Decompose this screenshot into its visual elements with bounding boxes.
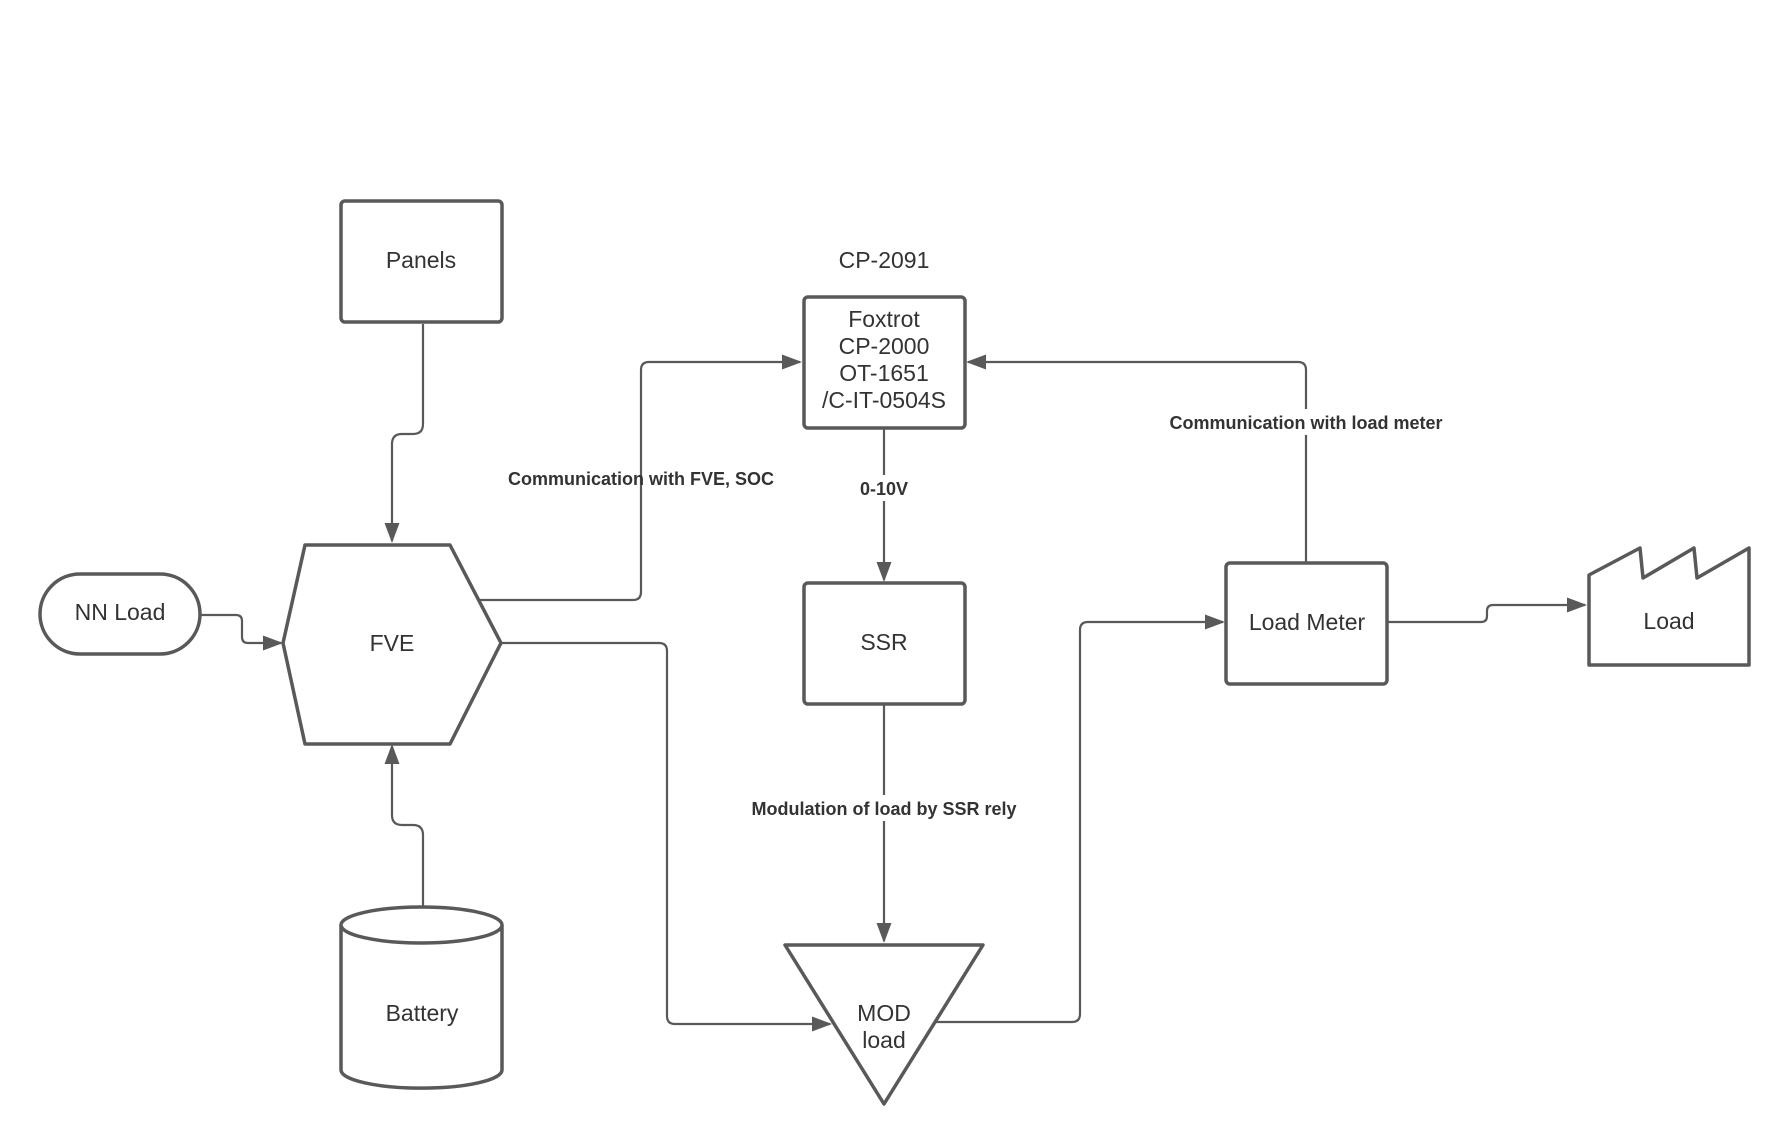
edge-label-modulation-text: Modulation of load by SSR rely [751, 799, 1016, 819]
controller-group-label: CP-2091 [839, 247, 930, 273]
connector-panels-to-fve [384, 324, 425, 543]
edge-label-controller-to-ssr: 0-10V [858, 475, 910, 501]
edge-label-fve-text: Communication with FVE, SOC [508, 469, 774, 489]
connector-meter-to-load [1386, 597, 1587, 624]
edge-label-meter-text: Communication with load meter [1169, 413, 1442, 433]
load-label: Load [1643, 608, 1694, 634]
edge-label-meter-to-controller: Communication with load meter [1169, 409, 1443, 435]
fve-label: FVE [370, 630, 415, 656]
mod-load-label-line-2: load [862, 1027, 905, 1053]
load-meter-label: Load Meter [1249, 609, 1366, 635]
panels-node[interactable]: Panels [339, 199, 504, 324]
connector-modload-to-meter [932, 614, 1225, 1024]
controller-label-line-1: Foxtrot [848, 306, 920, 332]
ssr-label: SSR [860, 629, 907, 655]
fve-node[interactable]: FVE [281, 543, 503, 746]
connector-meter-to-controller [966, 354, 1308, 562]
nn-load-label: NN Load [75, 599, 166, 625]
connector-battery-to-fve [384, 744, 425, 907]
mod-load-label-line-1: MOD [857, 1000, 911, 1026]
edge-label-fve-to-controller: Communication with FVE, SOC [508, 469, 774, 489]
connector-nnload-to-fve [200, 613, 283, 651]
nn-load-node[interactable]: NN Load [38, 572, 202, 656]
panels-label: Panels [386, 247, 456, 273]
controller-label-line-4: /C-IT-0504S [822, 387, 946, 413]
ssr-node[interactable]: SSR [802, 581, 967, 706]
controller-label-line-2: CP-2000 [839, 333, 930, 359]
controller-label-line-3: OT-1651 [839, 360, 929, 386]
battery-label: Battery [386, 1000, 459, 1026]
load-meter-node[interactable]: Load Meter [1224, 561, 1389, 686]
battery-node[interactable]: Battery [339, 905, 504, 1090]
edge-label-voltage-text: 0-10V [860, 479, 908, 499]
mod-load-node[interactable]: MOD load [783, 943, 985, 1106]
controller-node[interactable]: Foxtrot CP-2000 OT-1651 /C-IT-0504S [802, 295, 967, 430]
connector-fve-to-controller [479, 354, 802, 602]
load-node[interactable]: Load [1587, 546, 1751, 667]
connector-fve-to-modload [500, 641, 832, 1032]
edge-label-ssr-to-modload: Modulation of load by SSR rely [751, 795, 1017, 821]
